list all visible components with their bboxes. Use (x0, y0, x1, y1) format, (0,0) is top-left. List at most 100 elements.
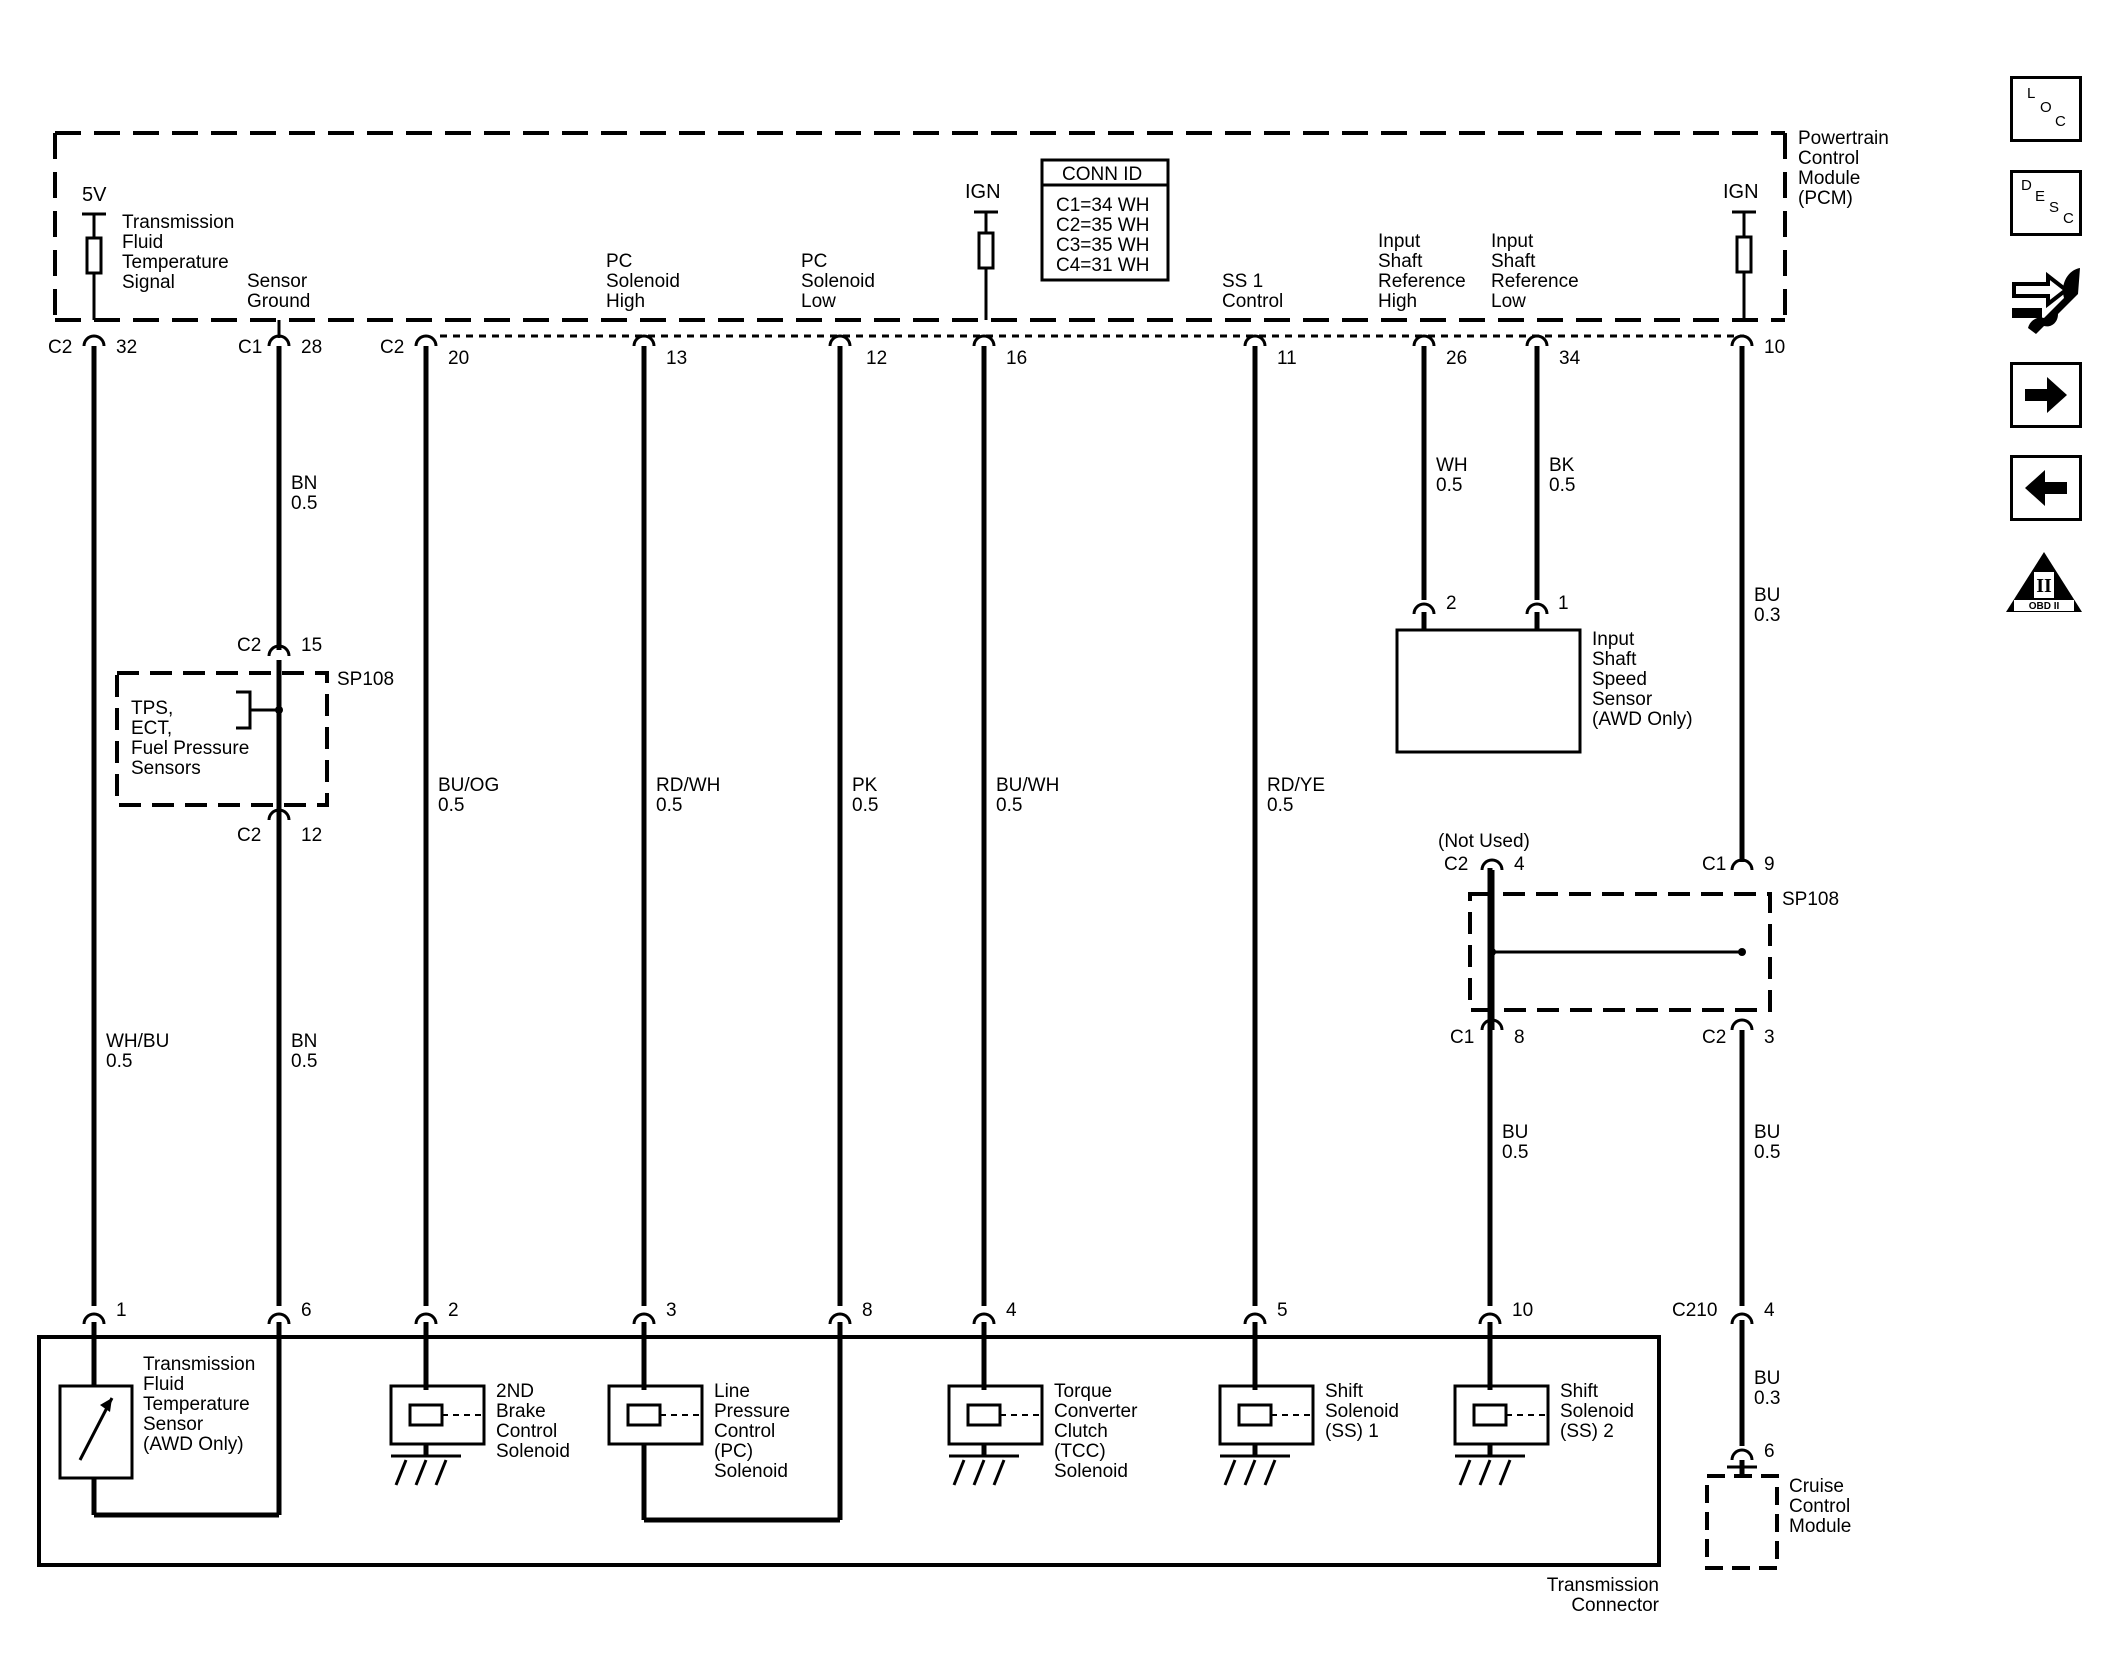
svg-text:BN: BN (291, 1031, 317, 1052)
svg-text:0.5: 0.5 (1267, 795, 1293, 816)
svg-text:RD/WH: RD/WH (656, 775, 720, 796)
svg-text:4: 4 (1006, 1300, 1017, 1321)
svg-text:Clutch: Clutch (1054, 1421, 1108, 1442)
svg-text:SS 1: SS 1 (1222, 271, 1263, 292)
svg-text:(SS) 2: (SS) 2 (1560, 1421, 1614, 1442)
svg-text:16: 16 (1006, 348, 1027, 369)
svg-text:(SS) 1: (SS) 1 (1325, 1421, 1379, 1442)
pcm-pin-marks (82, 334, 1754, 348)
svg-text:5V: 5V (82, 184, 107, 206)
svg-text:C210: C210 (1672, 1300, 1717, 1321)
svg-text:0.5: 0.5 (438, 795, 464, 816)
svg-text:26: 26 (1446, 348, 1467, 369)
svg-text:Control: Control (1222, 291, 1283, 312)
svg-text:20: 20 (448, 348, 469, 369)
wire-labels: WH/BU 0.5 BN 0.5 BN 0.5 BU/OG 0.5 RD/WH … (106, 455, 1780, 1409)
svg-text:Module: Module (1789, 1516, 1851, 1537)
svg-text:C1: C1 (1450, 1027, 1474, 1048)
transmission-connector-label: Transmission Connector (1547, 1575, 1660, 1616)
svg-text:Low: Low (1491, 291, 1526, 312)
svg-text:Temperature: Temperature (122, 252, 229, 273)
svg-text:WH: WH (1436, 455, 1468, 476)
svg-text:ECT,: ECT, (131, 718, 172, 739)
label-isr-low: Input Shaft Reference Low (1491, 231, 1579, 312)
obd-label: OBD II (2029, 601, 2060, 612)
loc-letter-l: L (2027, 85, 2036, 102)
svg-text:Solenoid: Solenoid (1325, 1401, 1399, 1422)
svg-text:Control: Control (1789, 1496, 1850, 1517)
svg-text:2ND: 2ND (496, 1381, 534, 1402)
svg-text:Fluid: Fluid (122, 232, 163, 253)
loc-button[interactable]: L O C (2010, 76, 2082, 142)
svg-text:Reference: Reference (1491, 271, 1579, 292)
tcc-solenoid: Torque Converter Clutch (TCC) Solenoid (947, 1322, 1138, 1486)
svg-text:C1: C1 (238, 337, 262, 358)
svg-text:Torque: Torque (1054, 1381, 1112, 1402)
svg-text:11: 11 (1277, 348, 1297, 369)
svg-text:Speed: Speed (1592, 669, 1647, 690)
svg-text:1: 1 (1558, 593, 1569, 614)
shift-solenoid-2: Shift Solenoid (SS) 2 (1453, 1322, 1634, 1486)
svg-text:CONN ID: CONN ID (1062, 164, 1142, 185)
trans-pin-labels: 1 6 2 3 8 4 5 10 C210 4 (116, 1300, 1775, 1321)
svg-text:13: 13 (666, 348, 687, 369)
svg-text:C2=35 WH: C2=35 WH (1056, 215, 1149, 236)
label-pc-low: PC Solenoid Low (801, 251, 875, 312)
svg-text:0.5: 0.5 (291, 493, 317, 514)
svg-text:12: 12 (866, 348, 887, 369)
obd-ii-button[interactable]: II OBD II (2002, 548, 2086, 618)
label-isr-high: Input Shaft Reference High (1378, 231, 1466, 312)
svg-text:0.5: 0.5 (1436, 475, 1462, 496)
svg-text:Solenoid: Solenoid (714, 1461, 788, 1482)
svg-text:IGN: IGN (1723, 181, 1759, 203)
svg-text:Brake: Brake (496, 1401, 546, 1422)
svg-text:BU/WH: BU/WH (996, 775, 1059, 796)
label-ss1-control: SS 1 Control (1222, 271, 1283, 312)
svg-text:High: High (606, 291, 645, 312)
splice-right: (Not Used) C2 4 C1 9 SP108 C1 8 C2 3 (1438, 831, 1839, 1048)
loc-letter-o: O (2040, 99, 2052, 116)
svg-text:Sensors: Sensors (131, 758, 201, 779)
svg-text:8: 8 (1514, 1027, 1525, 1048)
svg-text:C1: C1 (1702, 854, 1726, 875)
svg-text:Ground: Ground (247, 291, 310, 312)
pcm-title: Powertrain Control Module (PCM) (1798, 128, 1889, 209)
desc-button[interactable]: D E S C (2010, 170, 2082, 236)
svg-text:2: 2 (1446, 593, 1457, 614)
connector-wrench-icon[interactable] (2008, 262, 2086, 338)
next-button[interactable] (2010, 362, 2082, 428)
label-tft-signal: Transmission Fluid Temperature Signal (122, 212, 234, 293)
svg-text:BU: BU (1754, 585, 1780, 606)
svg-text:Signal: Signal (122, 272, 175, 293)
transmission-connector-box (37, 1335, 1661, 1567)
svg-text:9: 9 (1764, 854, 1775, 875)
desc-letter-d: D (2021, 177, 2032, 194)
pc-solenoid: Line Pressure Control (PC) Solenoid (607, 1322, 843, 1523)
svg-text:28: 28 (301, 337, 322, 358)
svg-text:Module: Module (1798, 168, 1860, 189)
svg-text:0.5: 0.5 (852, 795, 878, 816)
svg-text:6: 6 (1764, 1441, 1775, 1462)
splice-left: C2 15 SP108 TPS, ECT, Fuel Pressure Sens… (115, 635, 394, 846)
arrow-left-icon (2025, 470, 2067, 506)
svg-text:1: 1 (116, 1300, 127, 1321)
desc-letter-e: E (2035, 188, 2046, 205)
svg-text:0.5: 0.5 (291, 1051, 317, 1072)
svg-text:Sensor: Sensor (1592, 689, 1653, 710)
svg-text:C2: C2 (237, 825, 261, 846)
previous-button[interactable] (2010, 455, 2082, 521)
pcm-pin-labels: C2 32 C1 28 C2 20 13 12 16 11 26 34 10 (48, 337, 1785, 369)
svg-text:C2: C2 (48, 337, 72, 358)
svg-text:15: 15 (301, 635, 322, 656)
svg-text:RD/YE: RD/YE (1267, 775, 1325, 796)
svg-text:Shaft: Shaft (1491, 251, 1536, 272)
svg-text:C2: C2 (1702, 1027, 1726, 1048)
svg-text:BU: BU (1754, 1122, 1780, 1143)
svg-text:(AWD Only): (AWD Only) (1592, 709, 1693, 730)
brake-control-solenoid: 2ND Brake Control Solenoid (389, 1322, 570, 1486)
svg-text:0.3: 0.3 (1754, 605, 1780, 626)
svg-text:(AWD Only): (AWD Only) (143, 1434, 244, 1455)
arrow-right-icon (2025, 377, 2067, 413)
label-sensor-ground: Sensor Ground (247, 271, 310, 312)
